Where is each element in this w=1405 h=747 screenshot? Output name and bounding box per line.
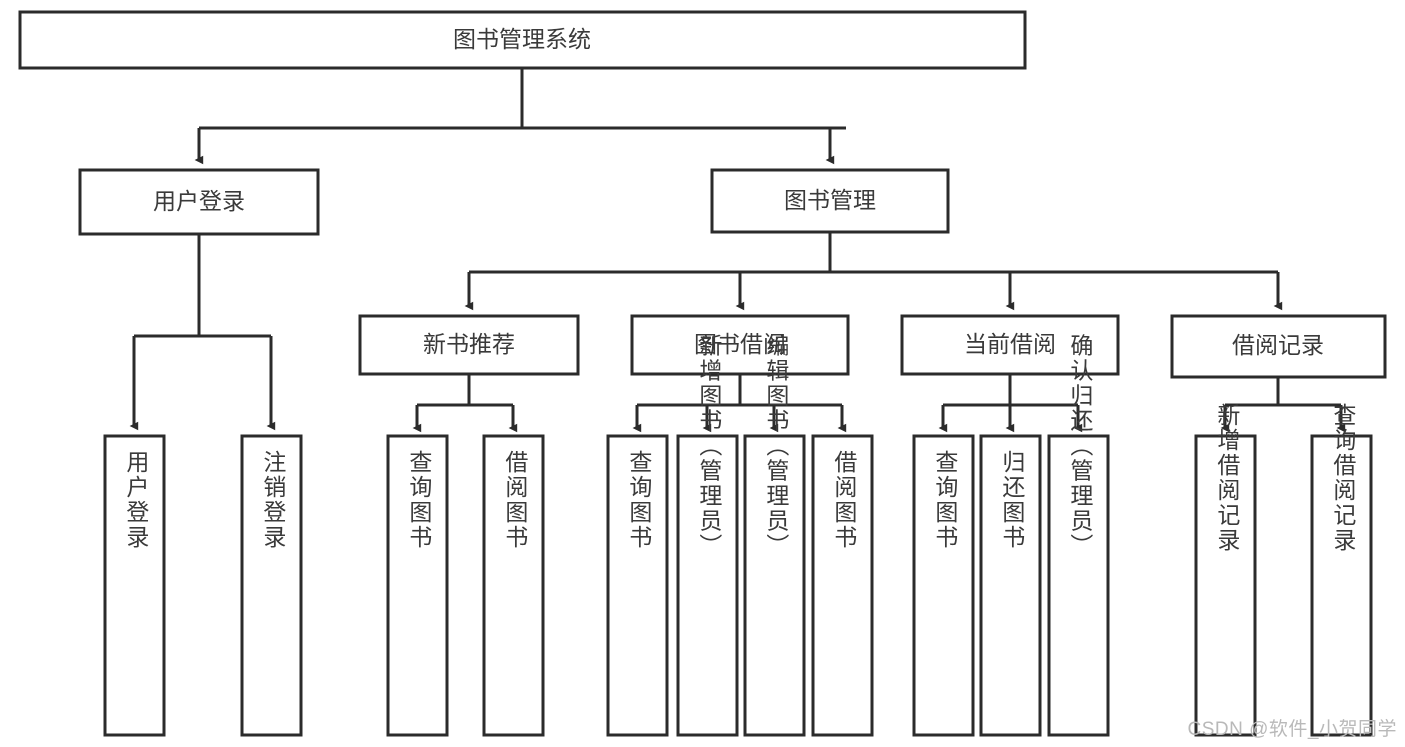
edge-root-to-level2 xyxy=(194,68,846,165)
leaf-node-label: 借阅图书 xyxy=(502,450,529,550)
leaf-node-label: 新增图书（管理员） xyxy=(696,334,723,559)
leaf-node-label: 确认归还（管理员） xyxy=(1067,334,1094,559)
node-borrow-record[interactable]: 借阅记录 xyxy=(1170,314,1387,379)
leaf-node-query-book-borrow[interactable]: 查询图书 xyxy=(606,434,669,737)
edge-current-borrow-to-leaves xyxy=(938,374,1083,433)
leaf-node-return-book[interactable]: 归还图书 xyxy=(979,434,1042,737)
leaf-node-query-book-current[interactable]: 查询图书 xyxy=(912,434,975,737)
leaf-node-label: 用户登录 xyxy=(123,450,150,550)
edge-borrow-record-to-leaves xyxy=(1220,377,1346,433)
leaf-node-add-borrow-record[interactable]: 新增借阅记录 xyxy=(1194,403,1257,737)
edge-new-book-to-leaves xyxy=(412,374,518,433)
node-book-management[interactable]: 图书管理 xyxy=(710,168,950,234)
node-current-borrow[interactable]: 当前借阅 xyxy=(900,314,1120,376)
leaf-node-label: 编辑图书（管理员） xyxy=(763,334,790,559)
leaf-node-label: 注销登录 xyxy=(260,450,287,550)
leaf-node-logout[interactable]: 注销登录 xyxy=(240,434,303,737)
leaf-node-user-login[interactable]: 用户登录 xyxy=(103,434,166,737)
edge-book-manage-to-level3 xyxy=(464,232,1283,311)
leaf-node-label: 查询图书 xyxy=(932,450,959,550)
node-book-borrow[interactable]: 图书借阅 xyxy=(630,314,850,376)
leaf-node-label: 借阅图书 xyxy=(831,450,858,550)
node-label: 图书管理 xyxy=(784,187,876,213)
leaf-node-edit-book-admin[interactable]: 编辑图书（管理员） xyxy=(743,334,806,737)
node-label: 新书推荐 xyxy=(423,331,515,357)
edge-book-borrow-to-leaves xyxy=(632,374,847,433)
node-label: 图书借阅 xyxy=(694,331,786,357)
node-root-book-management-system[interactable]: 图书管理系统 xyxy=(18,10,1027,70)
leaf-node-label: 查询图书 xyxy=(626,450,653,550)
node-label: 图书管理系统 xyxy=(453,26,591,52)
leaf-node-confirm-return-admin[interactable]: 确认归还（管理员） xyxy=(1047,334,1110,737)
node-new-book-recommend[interactable]: 新书推荐 xyxy=(358,314,580,376)
leaf-node-add-book-admin[interactable]: 新增图书（管理员） xyxy=(676,334,739,737)
leaf-node-borrow-book-recommend[interactable]: 借阅图书 xyxy=(482,434,545,737)
edge-user-login-to-leaves xyxy=(129,234,276,431)
node-user-login[interactable]: 用户登录 xyxy=(78,168,320,236)
leaf-node-label: 新增借阅记录 xyxy=(1214,403,1241,553)
leaf-node-query-book-recommend[interactable]: 查询图书 xyxy=(386,434,449,737)
leaf-node-label: 归还图书 xyxy=(999,450,1026,550)
leaf-node-label: 查询借阅记录 xyxy=(1330,403,1357,553)
node-label: 借阅记录 xyxy=(1232,332,1324,358)
leaf-node-query-borrow-record[interactable]: 查询借阅记录 xyxy=(1310,403,1373,737)
node-label: 用户登录 xyxy=(153,188,245,214)
leaf-node-borrow-book[interactable]: 借阅图书 xyxy=(811,434,874,737)
node-label: 当前借阅 xyxy=(964,331,1056,357)
leaf-node-label: 查询图书 xyxy=(406,450,433,550)
